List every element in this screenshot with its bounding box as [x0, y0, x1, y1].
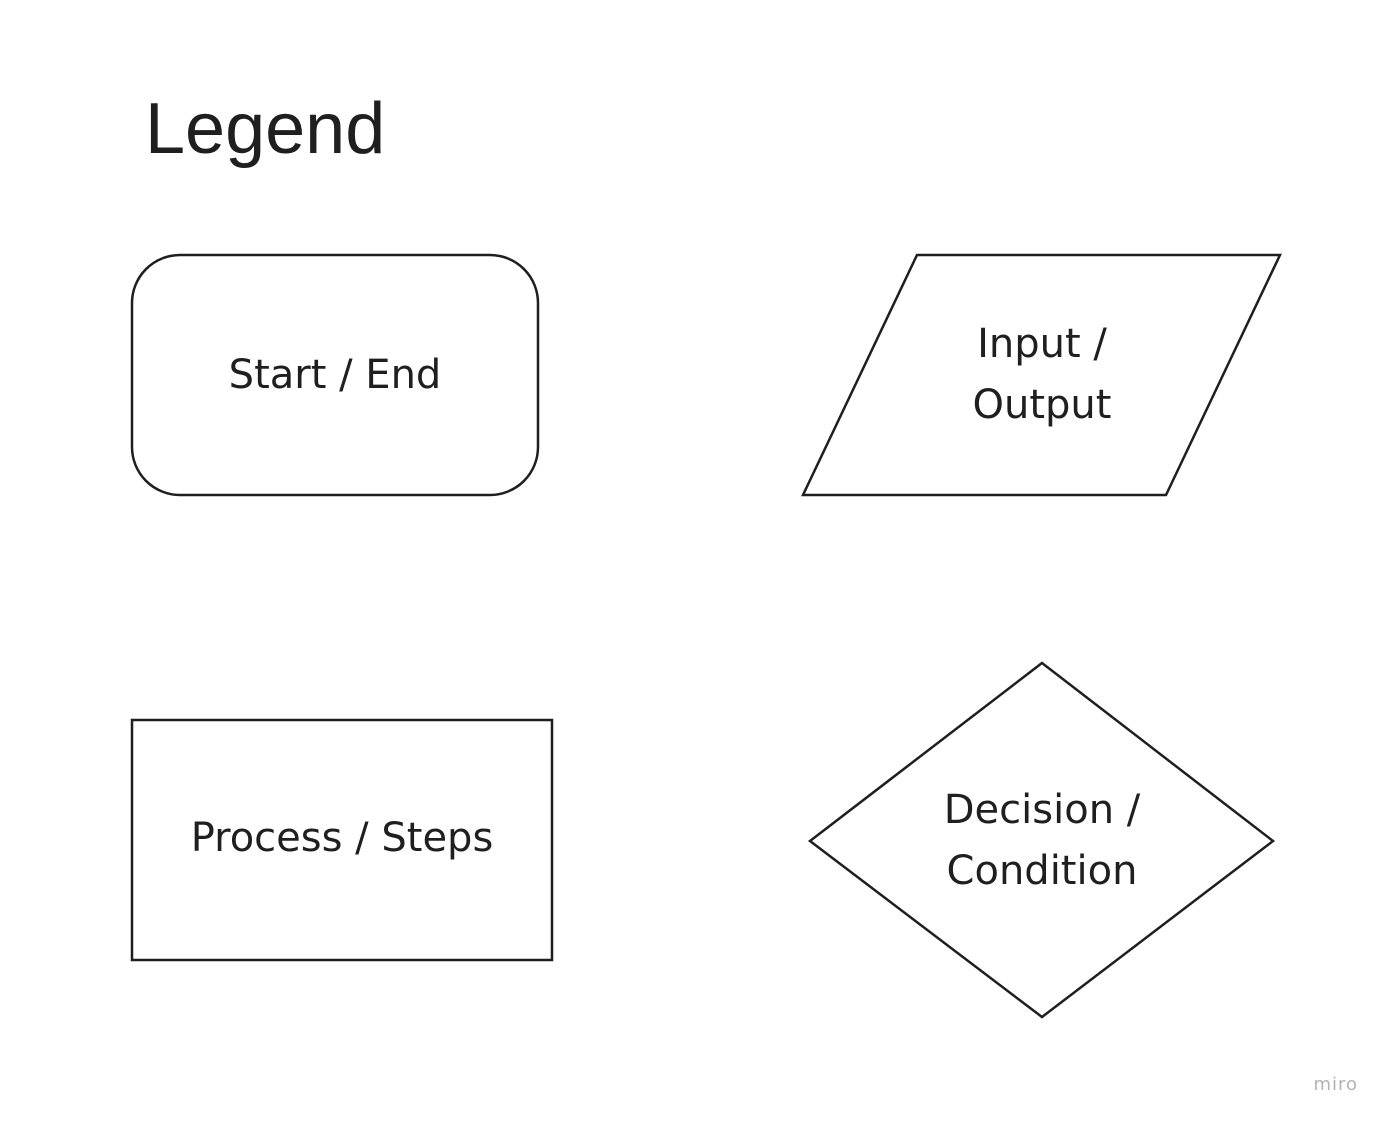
process-steps-shape[interactable] — [130, 718, 554, 962]
start-end-label: Start / End — [228, 351, 442, 398]
miro-watermark: miro — [1313, 1074, 1358, 1095]
decision-condition-shape[interactable] — [807, 661, 1276, 1019]
process-steps-label: Process / Steps — [190, 814, 494, 861]
start-end-shape[interactable] — [130, 253, 540, 497]
input-output-shape[interactable] — [801, 253, 1282, 497]
input-output-label: Input / Output — [972, 321, 1112, 428]
legend-title: Legend — [145, 89, 386, 169]
decision-condition-label: Decision / Condition — [943, 787, 1141, 894]
